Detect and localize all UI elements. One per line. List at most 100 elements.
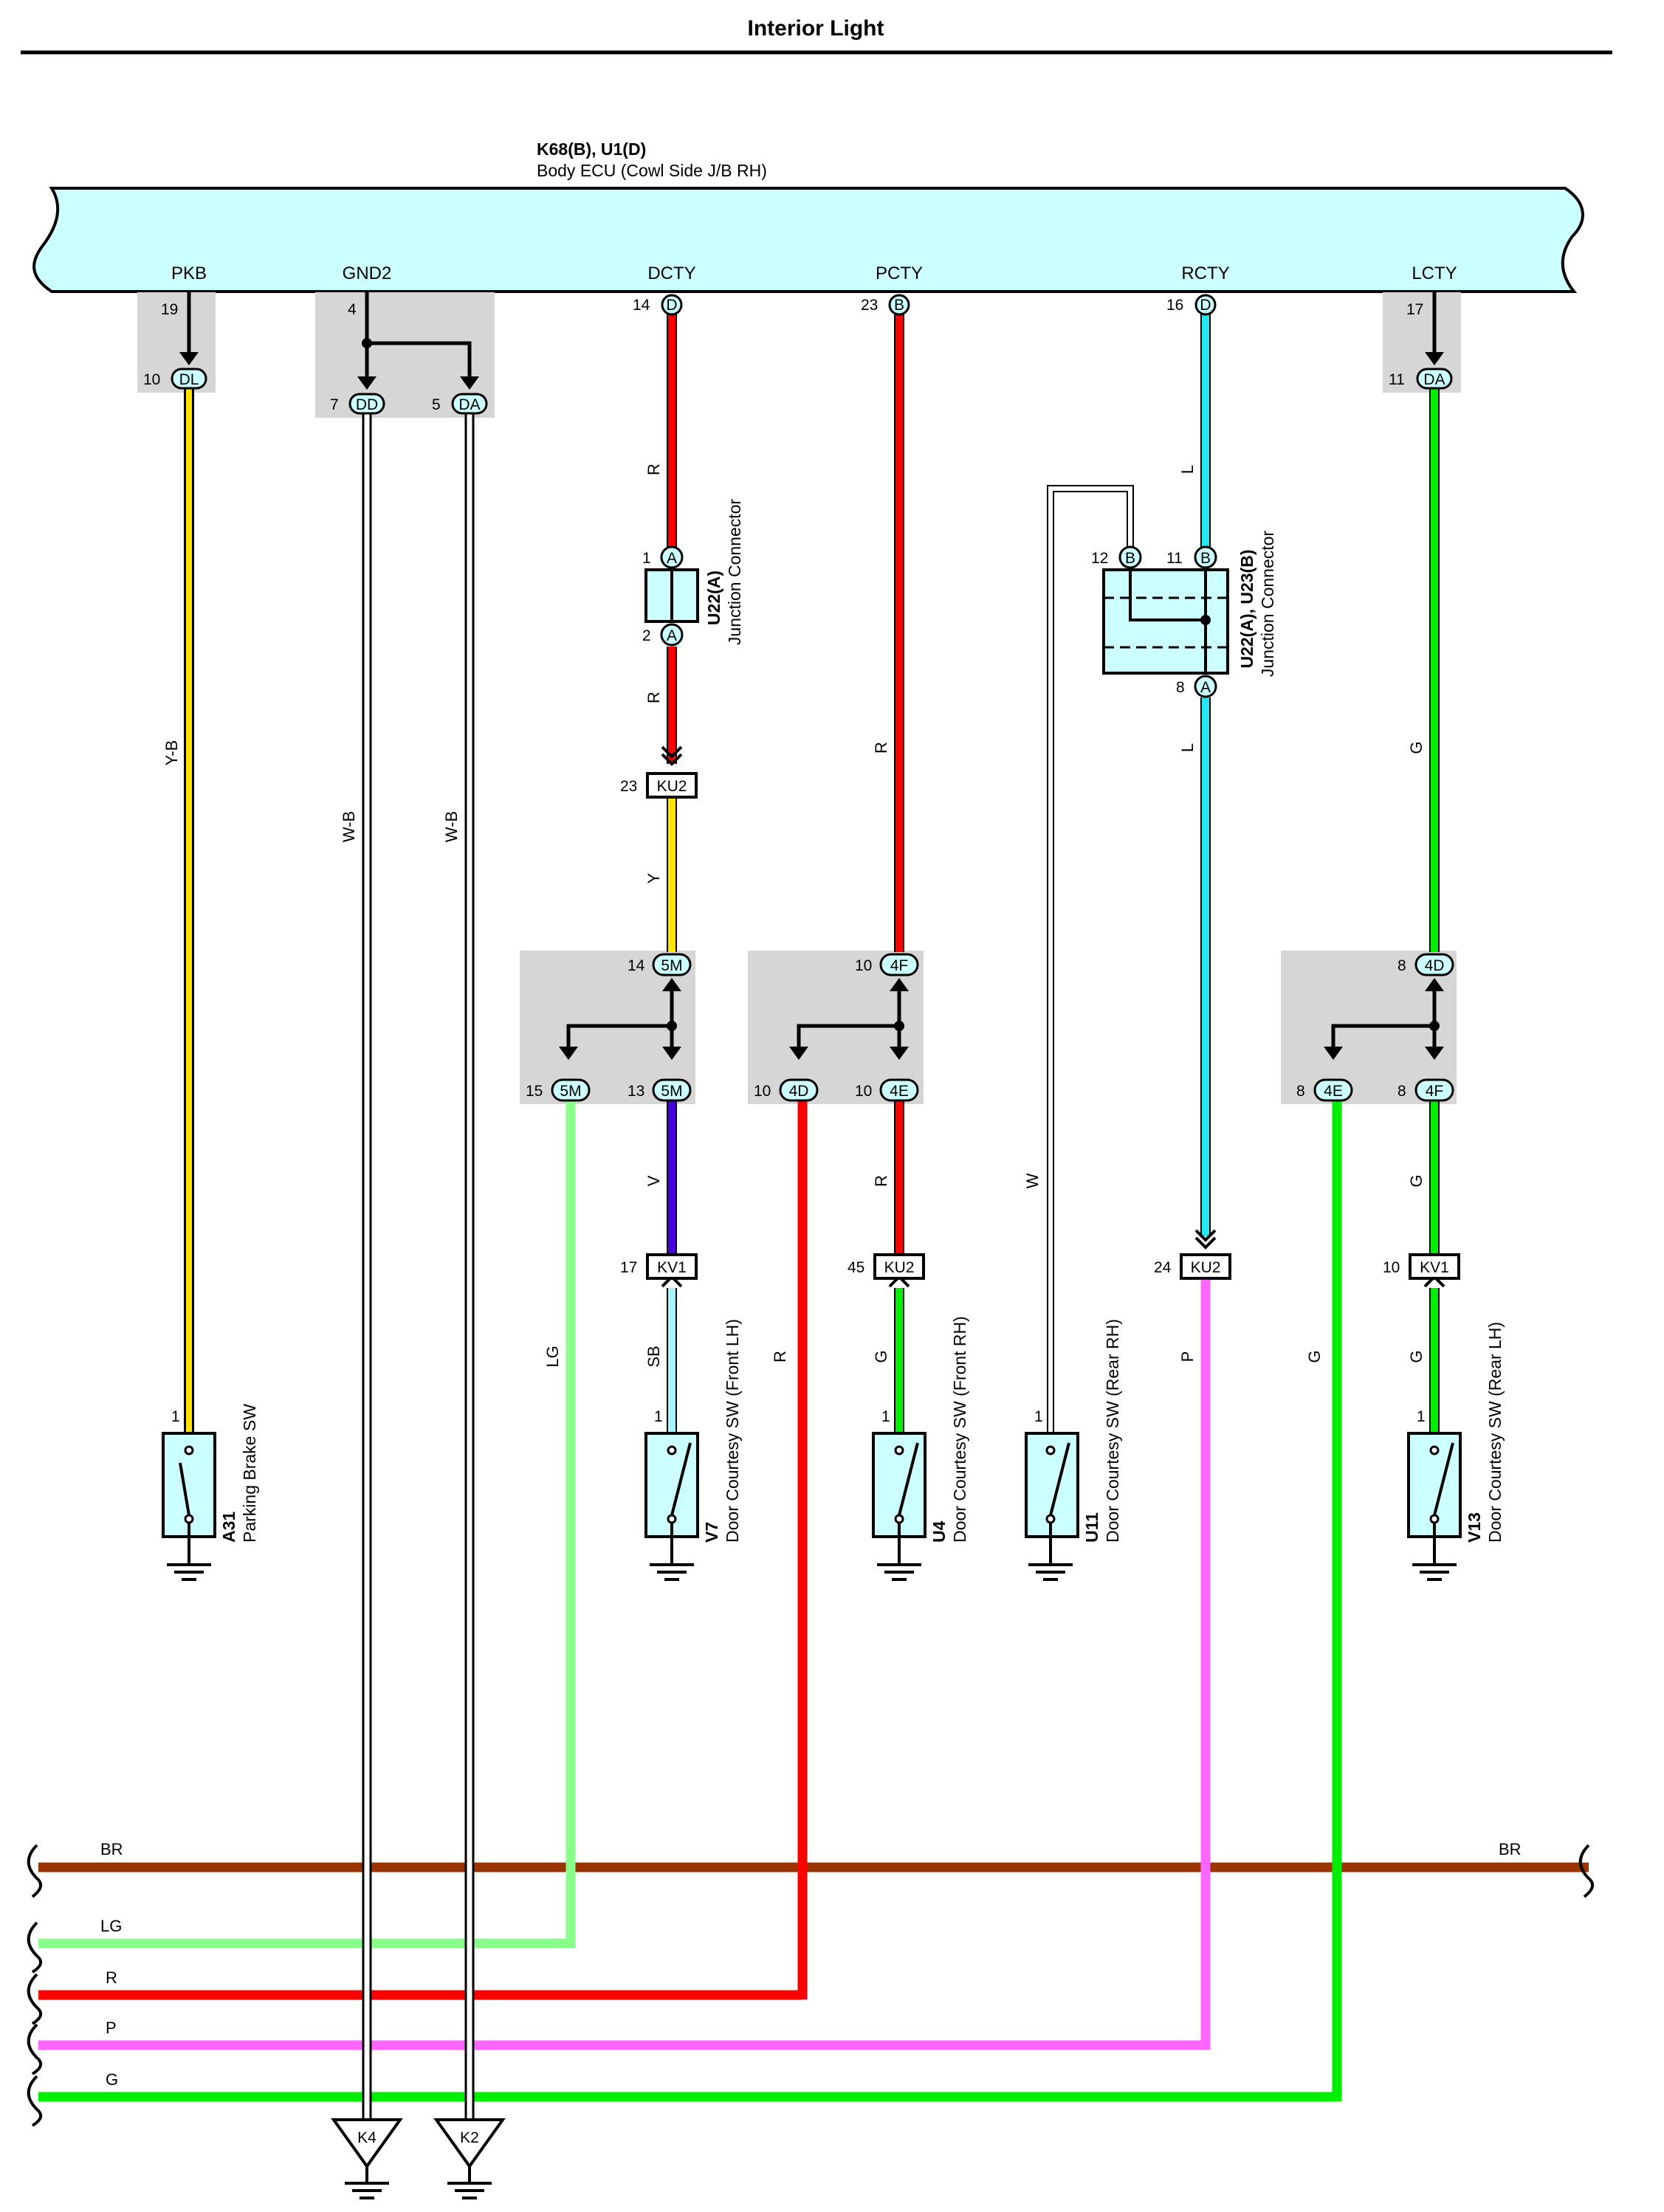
wire-label-pcty-branch: R xyxy=(771,1351,789,1362)
wire-label-lcty-2: G xyxy=(1407,1174,1426,1187)
conn-pill-lcty xyxy=(1416,368,1453,390)
ground-icon xyxy=(650,1563,694,1581)
switch-a31-id: A31 xyxy=(219,1512,238,1543)
u22-pin2-num: 2 xyxy=(642,627,651,644)
ecu-pin-gnd2: GND2 xyxy=(343,263,392,283)
jb-dcty-top-num: 14 xyxy=(628,957,645,974)
pin-num-da: 5 xyxy=(432,396,441,413)
switch-a31-pin: 1 xyxy=(171,1408,180,1425)
conn-circle-pcty xyxy=(888,294,910,316)
u22-u23-pin12-circle xyxy=(1118,545,1142,569)
switch-v7-pin: 1 xyxy=(654,1408,663,1425)
switch-blade xyxy=(898,1442,919,1516)
jb-branch xyxy=(566,1024,672,1048)
ground-point-k2 xyxy=(433,2118,506,2199)
wire-label-lcty-branch: G xyxy=(1305,1350,1324,1362)
jb-pcty-left-pill xyxy=(779,1078,819,1102)
pin-num-dcty: 14 xyxy=(633,297,650,314)
bus-break-left xyxy=(27,1844,42,1898)
conn-label-da: DA xyxy=(458,396,480,413)
pin-num-lcty-2: 11 xyxy=(1389,371,1405,388)
ku2-pcty-box xyxy=(873,1253,925,1280)
bus-label-p: P xyxy=(106,2019,117,2037)
jb-lcty-top-pill xyxy=(1414,953,1454,976)
jb-pcty-right: 4E xyxy=(890,1083,909,1100)
switch-contact xyxy=(1429,1445,1440,1455)
switch-contact xyxy=(1045,1514,1056,1524)
arrow-down-icon xyxy=(662,1047,681,1060)
pin-num-gnd2: 4 xyxy=(348,301,357,318)
u22-u23-id: U22(A), U23(B) xyxy=(1237,549,1256,668)
jb-lcty-right: 4F xyxy=(1426,1083,1444,1100)
bus-label-br-right: BR xyxy=(1499,1840,1522,1858)
switch-v13-pin: 1 xyxy=(1417,1408,1426,1425)
switch-contact xyxy=(1045,1445,1056,1455)
ecu-pin-pcty: PCTY xyxy=(876,263,923,283)
switch-contact xyxy=(184,1445,194,1455)
wire-label-dcty-branch: LG xyxy=(543,1346,562,1367)
bus-label-r: R xyxy=(106,1968,117,1987)
wire-label-dcty-1: R xyxy=(644,464,663,475)
circuit-rcty xyxy=(1047,314,1217,2050)
arrow-down-icon xyxy=(1425,352,1444,365)
ground-icon xyxy=(447,2182,492,2199)
kv1-lcty-label: KV1 xyxy=(1420,1259,1449,1276)
ku2-rcty-box xyxy=(1180,1253,1231,1280)
wire-rcty-w-inner xyxy=(1048,486,1132,1432)
ground-icon xyxy=(1412,1563,1457,1581)
wire-label-gnd-dd: W-B xyxy=(340,811,358,842)
switch-contact xyxy=(667,1445,677,1455)
conn-pill-da xyxy=(451,393,488,415)
pin-num-rcty: 16 xyxy=(1166,297,1183,314)
switch-v7-name: Door Courtesy SW (Front LH) xyxy=(723,1319,742,1543)
arrow-down-icon xyxy=(890,1047,909,1060)
jb-pcty-left-num: 10 xyxy=(754,1083,771,1100)
kv1-dcty-box xyxy=(646,1253,698,1280)
jb-lcty-left-num: 8 xyxy=(1296,1083,1305,1100)
jb-branch xyxy=(1331,1024,1434,1048)
u22-u23-pin8-conn: A xyxy=(1200,679,1211,696)
wire-label-dcty-3: Y xyxy=(644,872,663,883)
junction-dot xyxy=(1200,615,1211,625)
ground-icon xyxy=(167,1563,211,1581)
jb-dcty-right: 5M xyxy=(661,1083,682,1100)
arrow-down-icon xyxy=(559,1047,578,1060)
switch-a31 xyxy=(162,1432,216,1581)
wire-label-pcty-2: R xyxy=(872,1175,890,1187)
ku2-dcty-label: KU2 xyxy=(657,778,687,795)
ground-label-k2: K2 xyxy=(460,2129,479,2146)
bus-break-p xyxy=(27,2023,42,2075)
wire-label-rcty-3: P xyxy=(1178,1351,1197,1362)
ground-point-k4 xyxy=(331,2118,403,2199)
ecu-pin-dcty: DCTY xyxy=(647,263,695,283)
bus-label-g: G xyxy=(106,2070,118,2089)
ground-icon xyxy=(345,2182,389,2199)
circuit-gnd2 xyxy=(357,292,479,2118)
circuit-pkb xyxy=(179,292,199,1432)
jb-lcty-right-num: 8 xyxy=(1397,1083,1406,1100)
kv1-lcty-box xyxy=(1409,1253,1460,1280)
jb-lcty-left: 4E xyxy=(1324,1083,1343,1100)
bus-label-br: BR xyxy=(100,1840,123,1858)
switch-v7 xyxy=(644,1432,699,1581)
ground-triangle xyxy=(331,2118,403,2169)
wire-label-pcty-3: G xyxy=(872,1350,890,1362)
pin-num-dd: 7 xyxy=(330,396,339,413)
ecu-pin-pkb: PKB xyxy=(171,263,207,283)
ecu-connectors: K68(B), U1(D) xyxy=(537,139,646,159)
u22-name: Junction Connector xyxy=(725,499,744,646)
ku2-rcty-label: KU2 xyxy=(1191,1259,1221,1276)
u22-u23-pin8-circle xyxy=(1194,675,1217,698)
arrow-down-icon xyxy=(460,376,479,390)
ku2-pcty-label: KU2 xyxy=(884,1259,915,1276)
jb-pcty-top-pill xyxy=(879,953,919,976)
switch-v7-id: V7 xyxy=(702,1522,721,1543)
switch-v13-name: Door Courtesy SW (Rear LH) xyxy=(1485,1322,1505,1543)
bus-lines xyxy=(27,1844,1594,2127)
jb-lcty-right-pill xyxy=(1414,1078,1454,1102)
switch-blade xyxy=(1433,1442,1454,1516)
switch-v13 xyxy=(1407,1432,1462,1581)
switch-contact xyxy=(667,1514,677,1524)
wire-label-dcty-5: SB xyxy=(644,1346,663,1367)
jb-dcty-left-pill xyxy=(551,1078,591,1102)
